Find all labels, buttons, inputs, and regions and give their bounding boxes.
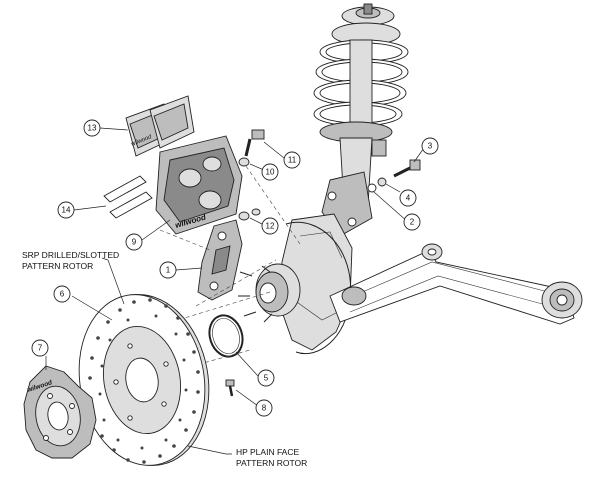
svg-text:10: 10: [266, 168, 275, 177]
brake-rotor: [78, 294, 210, 466]
rotor-hat: wilwood: [23, 365, 97, 459]
svg-text:PATTERN ROTOR: PATTERN ROTOR: [22, 261, 93, 271]
callout-13: 13: [83, 119, 101, 137]
bracket-washer-a: [238, 211, 250, 221]
callout-2: 2: [403, 213, 421, 231]
svg-text:11: 11: [288, 156, 297, 165]
hp-rotor-note: HP PLAIN FACE PATTERN ROTOR: [236, 447, 307, 468]
callout-11: 11: [283, 151, 301, 169]
callout-7: 7: [31, 339, 49, 357]
callout-12: 12: [261, 217, 279, 235]
bracket-shim: [367, 183, 377, 193]
svg-text:7: 7: [38, 344, 43, 353]
callout-10: 10: [261, 163, 279, 181]
svg-text:3: 3: [428, 142, 433, 151]
lower-control-arm: [329, 243, 583, 325]
bracket-bolt-washer: [377, 177, 387, 187]
svg-text:PATTERN ROTOR: PATTERN ROTOR: [236, 458, 307, 468]
callout-4: 4: [399, 189, 417, 207]
svg-text:5: 5: [264, 374, 269, 383]
svg-text:9: 9: [132, 238, 137, 247]
callout-3: 3: [421, 137, 439, 155]
caliper-mounting-bracket: [197, 219, 243, 301]
strut-assembly: [313, 3, 409, 237]
svg-text:1: 1: [166, 266, 171, 275]
bracket-washer-b: [251, 208, 261, 216]
caliper-washer: [238, 157, 250, 167]
leader-lines: [45, 127, 425, 455]
callout-1: 1: [159, 261, 177, 279]
hat-bolt: [225, 379, 235, 397]
svg-text:2: 2: [410, 218, 415, 227]
callout-9: 9: [125, 233, 143, 251]
callout-8: 8: [255, 399, 273, 417]
callout-14: 14: [57, 201, 75, 219]
callout-5: 5: [257, 369, 275, 387]
srp-rotor-note: SRP DRILLED/SLOTTED PATTERN ROTOR: [22, 250, 119, 271]
rotor-drilled-holes: [88, 298, 200, 464]
svg-text:14: 14: [62, 206, 71, 215]
callout-6: 6: [53, 285, 71, 303]
brake-pads: wilwood: [125, 95, 195, 157]
wheel-hub: [238, 263, 301, 323]
svg-text:SRP DRILLED/SLOTTED: SRP DRILLED/SLOTTED: [22, 250, 119, 260]
svg-text:6: 6: [60, 290, 65, 299]
svg-text:4: 4: [406, 194, 411, 203]
bracket-bolt: [393, 159, 421, 178]
brake-caliper: wilwood: [155, 135, 243, 235]
svg-text:8: 8: [262, 404, 267, 413]
caliper-bolt: [244, 129, 265, 157]
svg-text:12: 12: [266, 222, 275, 231]
svg-text:HP PLAIN FACE: HP PLAIN FACE: [236, 447, 299, 457]
svg-text:13: 13: [88, 124, 97, 133]
hub-o-ring: [208, 314, 244, 358]
pad-retainer-clips: [103, 175, 153, 219]
